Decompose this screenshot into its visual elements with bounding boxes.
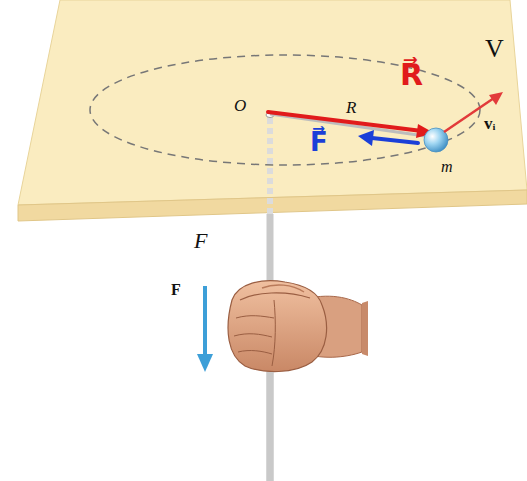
table-top [18,0,527,205]
force-vector-label: F⃗ [310,128,328,158]
table-edge [18,190,527,221]
radius-label: R [346,98,356,118]
mass-label: m [441,158,453,176]
velocity-label: vᵢ [484,114,496,134]
force-arrow [203,286,207,356]
hand [228,281,368,372]
center-label: O [234,96,246,116]
radius-vector-label: R⃗ [400,58,423,93]
f-vector [372,138,418,143]
r-vector [268,112,422,131]
string-below-hand [267,372,274,481]
velocity-arrowhead [489,92,503,105]
f-arrowhead [358,130,374,146]
velocity-symbol: V⃗ [485,34,524,64]
string-hidden [267,118,273,214]
force-vector-label: F⃗ [194,228,225,253]
force-label: F [171,281,181,299]
circular-path [90,55,480,165]
force-arrowhead [197,354,213,372]
radius-string [270,114,432,137]
